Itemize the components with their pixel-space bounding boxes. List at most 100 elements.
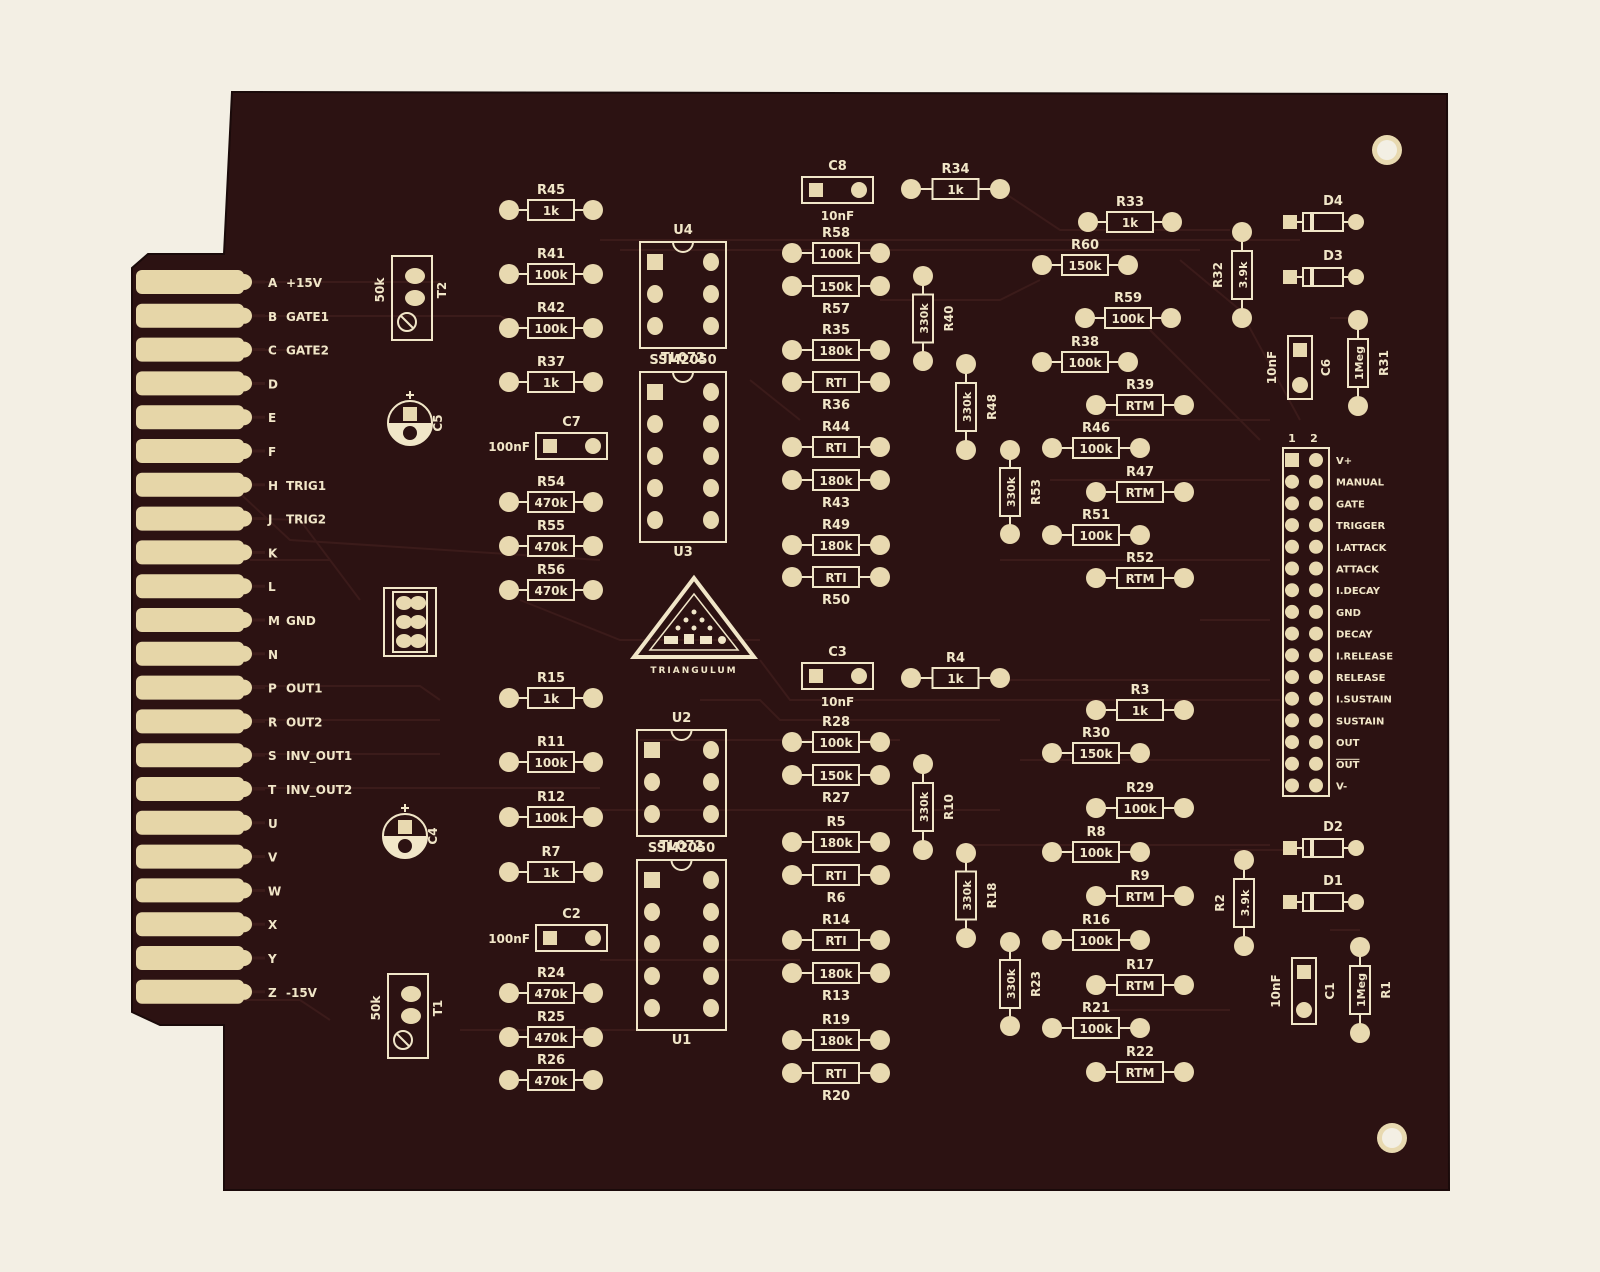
pad	[543, 931, 557, 945]
pad	[1309, 518, 1323, 533]
pad	[1000, 440, 1020, 460]
ecap-ref: C4	[426, 827, 440, 844]
resistor-ref: R28	[822, 715, 850, 730]
pad	[1042, 930, 1062, 950]
edge-pin: D	[136, 371, 278, 396]
pin-letter: R	[268, 715, 277, 729]
resistor-ref: R41	[537, 247, 565, 262]
resistor-ref: R55	[537, 519, 565, 534]
resistor-body	[527, 687, 575, 709]
resistor-value: 100k	[534, 811, 568, 825]
resistor-ref: R13	[822, 989, 850, 1004]
gold-finger	[136, 270, 244, 294]
resistor-value: RTM	[1126, 1066, 1155, 1080]
pad	[398, 839, 412, 853]
pad	[1042, 525, 1062, 545]
resistor-value: 1Meg	[1353, 346, 1366, 380]
diode-ref: D4	[1323, 194, 1343, 209]
gold-finger	[136, 844, 244, 869]
resistor-value: 1k	[1132, 704, 1149, 718]
pad	[1130, 930, 1150, 950]
pad	[1285, 539, 1299, 554]
connector-outline	[383, 587, 437, 657]
pin-letter: P	[268, 682, 277, 696]
pin-signal: INV_OUT1	[286, 749, 352, 764]
resistor-value: 1k	[543, 692, 560, 706]
pad	[1348, 214, 1364, 230]
resistor-body	[527, 1026, 575, 1048]
pad	[703, 479, 719, 497]
resistor-value: 470k	[534, 1031, 568, 1045]
resistor-ref: R4	[946, 651, 965, 666]
pad	[870, 470, 890, 490]
resistor-ref: R3	[1130, 683, 1149, 698]
resistor-body	[999, 959, 1021, 1009]
pad	[644, 935, 660, 953]
pad	[499, 318, 519, 338]
diode-band	[1310, 893, 1314, 911]
resistor-value: RTM	[1126, 890, 1155, 904]
pin-letter: H	[268, 479, 278, 493]
pad	[583, 1027, 603, 1047]
pad	[1174, 1062, 1194, 1082]
gold-finger	[136, 709, 244, 734]
pad	[499, 200, 519, 220]
resistor-value: 180k	[819, 1034, 853, 1048]
header-signal-label: V-	[1336, 782, 1347, 793]
resistor-ref: R34	[941, 162, 969, 177]
pad	[647, 317, 663, 335]
resistor-value: 150k	[1068, 259, 1102, 273]
capacitor-value: 100nF	[488, 932, 530, 946]
pad	[647, 511, 663, 529]
resistor-value: 330k	[961, 391, 974, 422]
pad	[1285, 496, 1299, 511]
resistor-value: 1k	[1122, 216, 1139, 230]
pad	[644, 805, 660, 823]
pad	[1086, 1062, 1106, 1082]
gold-finger	[136, 371, 244, 396]
resistor-ref: R27	[822, 791, 850, 806]
pad	[499, 862, 519, 882]
pad	[403, 407, 417, 421]
resistor-value: RTI	[825, 934, 846, 948]
pad	[1075, 308, 1095, 328]
pad	[782, 276, 802, 296]
pin-signal: OUT2	[286, 715, 322, 729]
pin-letter: M	[268, 614, 280, 628]
pad	[1285, 756, 1299, 771]
pad	[1130, 525, 1150, 545]
pad	[1042, 1018, 1062, 1038]
ic-ref: U4	[673, 223, 693, 238]
pin-letter: B	[268, 310, 277, 324]
pad	[782, 832, 802, 852]
resistor-body	[812, 962, 860, 984]
resistor-value: 1Meg	[1355, 973, 1368, 1007]
pad	[901, 179, 921, 199]
resistor-body	[527, 579, 575, 601]
resistor-ref: R5	[826, 815, 845, 830]
ic-outline	[636, 729, 727, 837]
resistor-value: 100k	[819, 736, 853, 750]
resistor-ref: R52	[1126, 551, 1154, 566]
capacitor-ref: C7	[562, 415, 581, 430]
resistor-value: 100k	[1123, 802, 1157, 816]
pad	[585, 438, 601, 454]
header-pin2-label: 2	[1310, 432, 1318, 445]
resistor-body	[812, 469, 860, 491]
resistor-ref: R50	[822, 593, 850, 608]
pad	[1174, 886, 1194, 906]
